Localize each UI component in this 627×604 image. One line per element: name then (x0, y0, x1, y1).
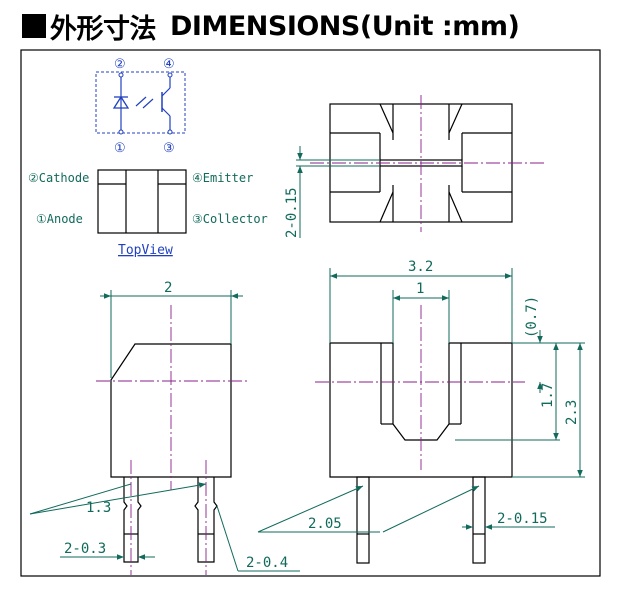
pin3-bottom-label: ③ (163, 141, 175, 156)
cathode-label: ②Cathode (28, 171, 89, 185)
dim-2-0.15-vertical: 2-0.15 (284, 187, 300, 238)
dim-1.7: 1.7 (540, 383, 556, 408)
drawing-frame (20, 49, 601, 577)
title-square-icon (22, 14, 46, 38)
collector-label: ③Collector (192, 212, 268, 226)
anode-label: ①Anode (36, 212, 83, 226)
pin1-bottom-label: ① (114, 141, 126, 156)
dim-0.7: (0.7) (524, 296, 540, 338)
dim-3.2: 3.2 (408, 259, 433, 275)
title-jp: 外形寸法 (50, 13, 157, 45)
front-view (257, 268, 585, 564)
emitter-label: ④Emitter (192, 171, 253, 185)
page-title: 外形寸法 DIMENSIONS (Unit :mm) (22, 6, 520, 46)
plan-view (296, 95, 545, 238)
pin4-top-label: ④ (163, 57, 175, 72)
dim-2-0.4: 2-0.4 (246, 555, 288, 571)
dim-2: 2 (164, 280, 172, 296)
title-en: DIMENSIONS (170, 10, 360, 42)
dim-2.05: 2.05 (308, 516, 342, 532)
top-view (97, 169, 187, 234)
title-unit: (Unit :mm) (359, 10, 520, 42)
pin2-top-label: ② (114, 57, 126, 72)
side-view (29, 290, 300, 575)
dim-2.3: 2.3 (564, 400, 580, 425)
topview-label: TopView (118, 243, 173, 258)
dim-2-0.15-horizontal: 2-0.15 (497, 511, 548, 527)
dim-1.3: 1.3 (86, 500, 111, 516)
dim-1: 1 (416, 281, 424, 297)
dim-2-0.3: 2-0.3 (64, 541, 106, 557)
schematic (95, 71, 186, 135)
